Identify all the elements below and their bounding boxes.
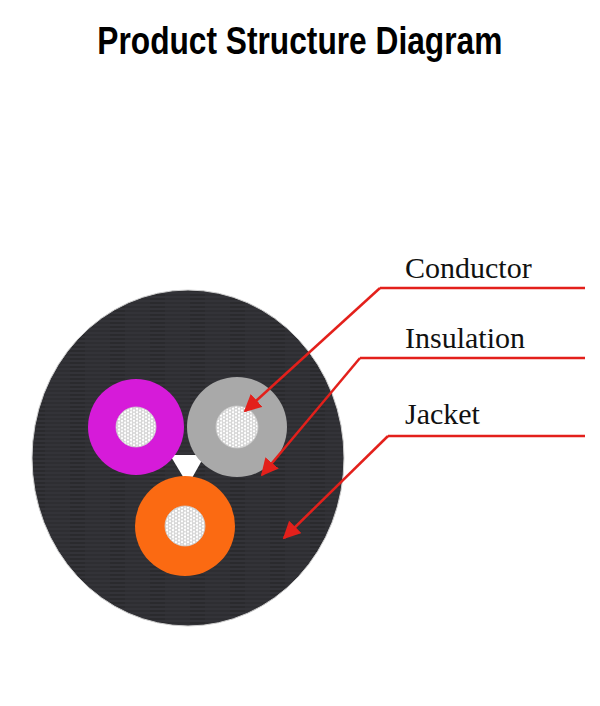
leader-line	[284, 436, 388, 538]
part-label: Conductor	[405, 253, 532, 283]
part-label: Insulation	[405, 323, 525, 353]
leader-line	[380, 287, 585, 290]
leader-line	[360, 357, 585, 360]
insulation-orange	[135, 476, 235, 576]
leader-lines	[245, 288, 585, 538]
title: Product Structure Diagram	[98, 22, 503, 60]
conductor	[165, 506, 205, 546]
jacket	[32, 290, 344, 626]
cable-cross-section	[32, 290, 344, 626]
part-label: Jacket	[405, 399, 480, 429]
insulation-magenta	[88, 379, 184, 475]
conductor	[216, 406, 258, 448]
leader-line	[262, 358, 360, 475]
leader-line	[388, 435, 585, 438]
leader-line	[245, 288, 380, 411]
conductor	[116, 407, 156, 447]
